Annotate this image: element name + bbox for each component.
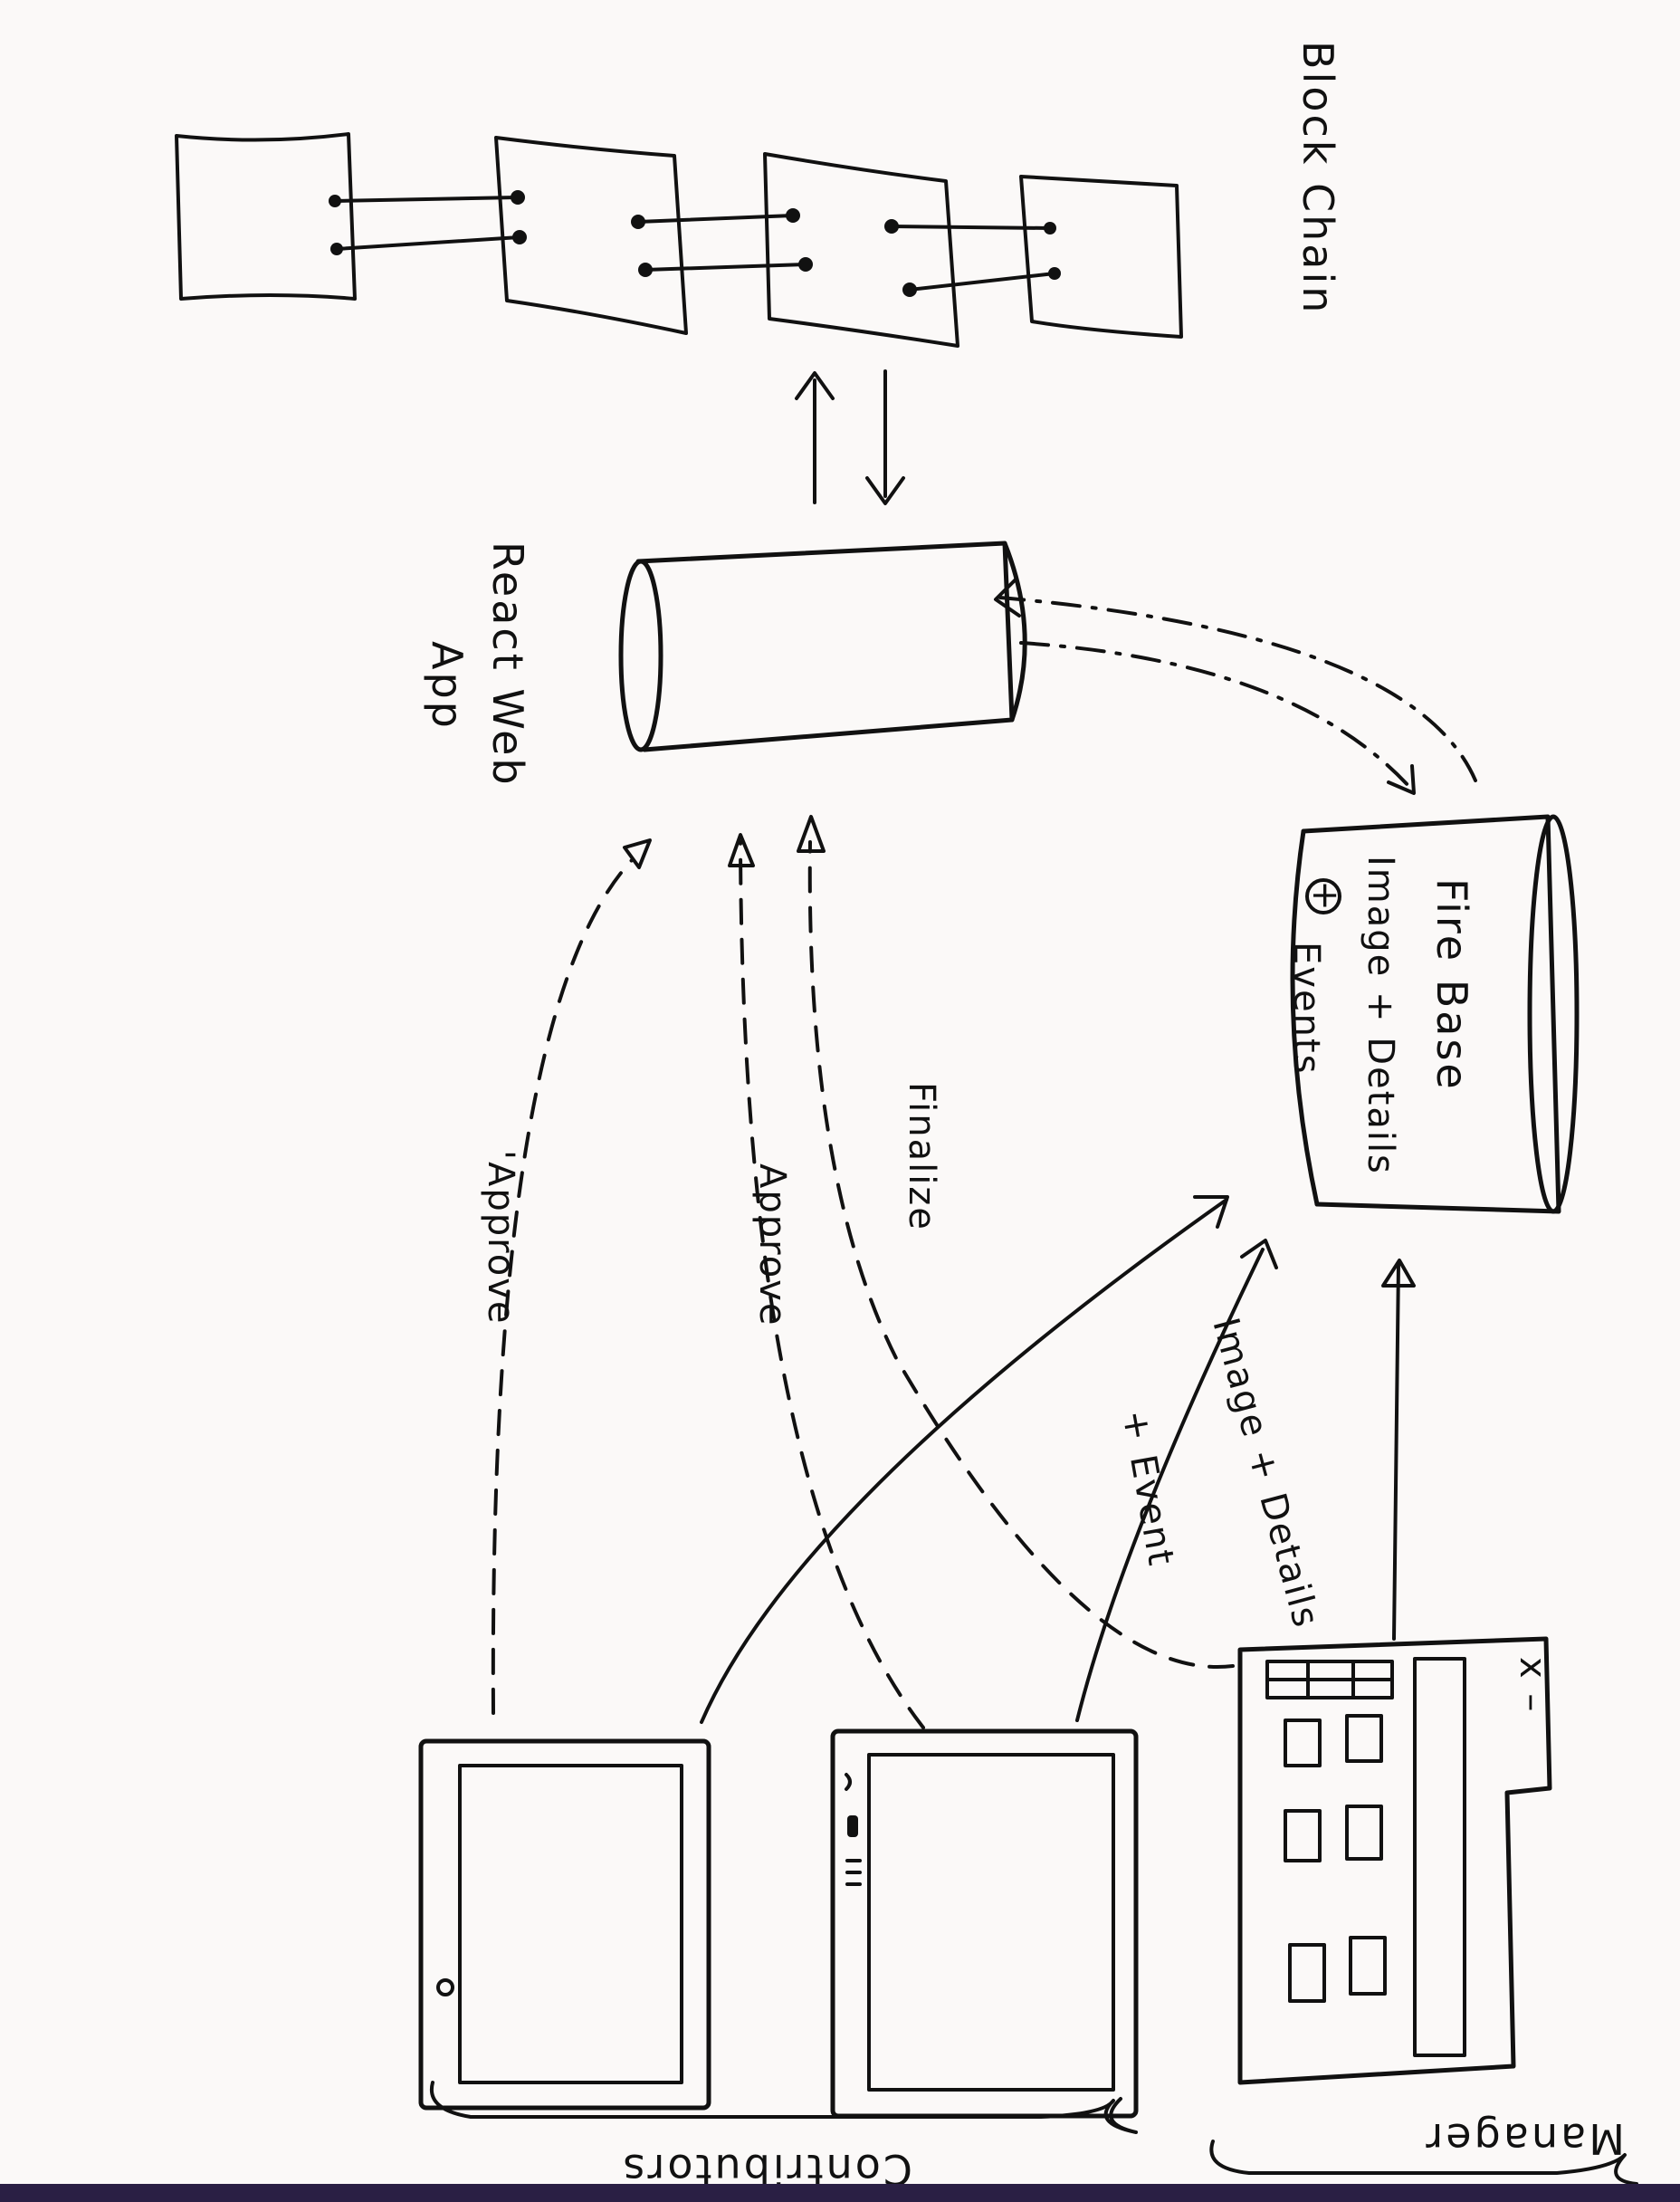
react-app-label-2: App: [423, 641, 472, 731]
block-4: [1019, 175, 1183, 339]
firebase-line1: Image + Details: [1360, 856, 1401, 1175]
block-2: [494, 136, 688, 335]
contributor-phone-1: [418, 1738, 711, 2111]
contributor-phone-2: [830, 1728, 1139, 2119]
phone-icon: [845, 1773, 852, 1791]
approve-mid-arrow: [739, 840, 925, 1729]
block-link-3a: [890, 225, 1052, 230]
manager-window: [1237, 1636, 1552, 2085]
app-firebase-arrows: [994, 578, 1477, 795]
link-dots: [329, 190, 1061, 297]
firebase: [1290, 814, 1580, 1214]
plus-circle-icon: [1305, 878, 1341, 914]
finalize-arrow: [807, 840, 1235, 1670]
bottom-edge-band: [0, 2184, 1680, 2202]
firebase-plus: +: [1304, 880, 1346, 913]
approve-left-arrow: [491, 858, 634, 1715]
block-3: [763, 152, 959, 348]
block-link-2b: [644, 263, 807, 272]
contributors-brace: [429, 2081, 1138, 2134]
device-to-firebase-arrows: [700, 1195, 1416, 1724]
block-1: [175, 132, 357, 301]
firebase-line2: Events: [1285, 942, 1327, 1075]
react-app-label-1: React Web: [483, 541, 532, 788]
finalize-label: Finalize: [901, 1082, 942, 1231]
firebase-title: Fire Base: [1427, 878, 1476, 1092]
manager-label: Manager: [1423, 2114, 1625, 2163]
chain-app-arrows: [795, 369, 905, 505]
block-link-1b: [335, 235, 521, 251]
manager-brace: [1209, 2140, 1638, 2186]
approve-left-label: 'Approve: [480, 1150, 521, 1325]
react-web-app: [618, 541, 1027, 752]
block-link-3b: [908, 272, 1056, 292]
home-button-icon: [436, 1978, 454, 1996]
window-controls: x –: [1512, 1657, 1553, 1713]
image-details-label-1: Image + Details: [1204, 1314, 1327, 1633]
camera-icon: [847, 1815, 858, 1837]
device-to-app-arrows: [491, 815, 1235, 1729]
block-link-1a: [333, 196, 520, 203]
image-details-label-2: + Event: [1113, 1407, 1182, 1570]
blockchain: [175, 132, 1183, 348]
approve-mid-label: Approve: [751, 1163, 793, 1326]
block-link-2a: [636, 214, 795, 224]
blockchain-label: Block Chain: [1293, 41, 1342, 315]
